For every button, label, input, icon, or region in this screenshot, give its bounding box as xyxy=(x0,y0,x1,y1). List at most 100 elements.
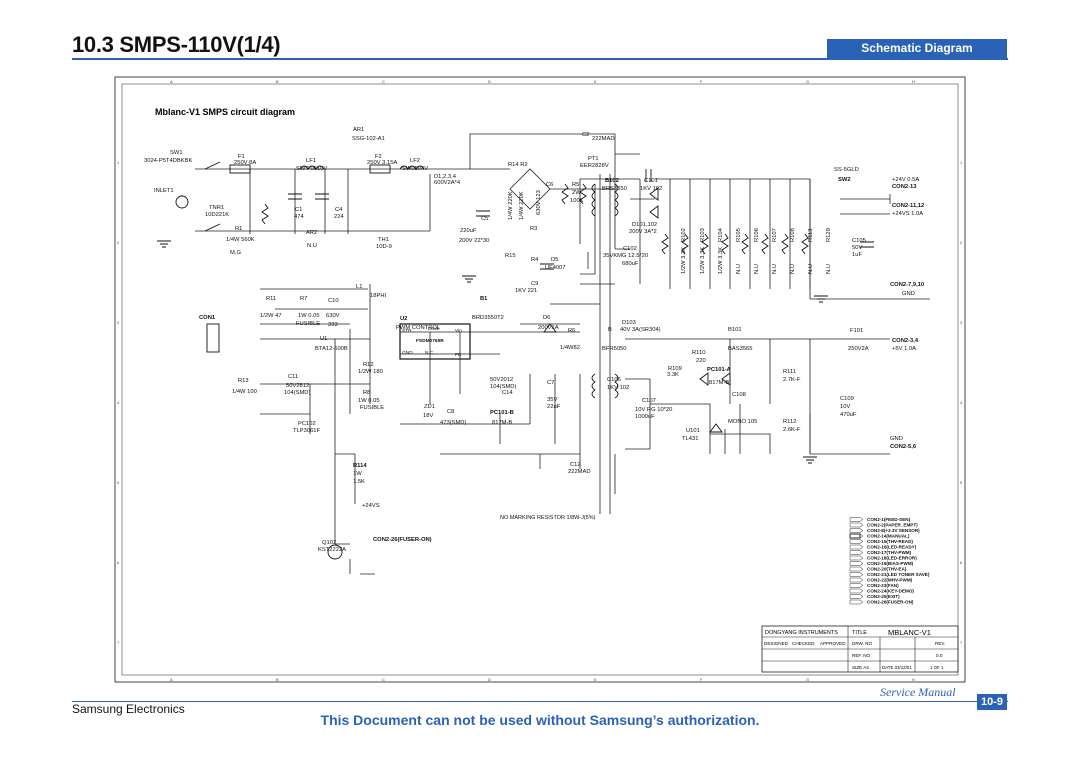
con2-signal-arrow xyxy=(849,539,864,544)
component-label-c102: C102 xyxy=(623,246,637,252)
component-label-pc101a: PC101-A xyxy=(707,367,732,373)
component-label-c12: C12 xyxy=(570,462,581,468)
component-label-pt1v: EER2828V xyxy=(580,163,609,169)
con2-signal-arrow xyxy=(849,533,864,539)
component-label-gnd2: GND xyxy=(890,436,903,442)
ic-pin-fb: FB xyxy=(455,352,461,358)
component-label-con226: CON2-26(FUSER-ON) xyxy=(373,537,432,543)
component-label-r104v: 1/2W 3.3K xyxy=(718,247,724,274)
component-label-r1: R1 xyxy=(235,226,242,232)
component-label-c106: C106 xyxy=(607,377,621,383)
con2-signal: CON2-2(PAPER_EMPT) xyxy=(867,523,918,528)
component-label-b101: B101 xyxy=(728,327,742,333)
grid-row-label: 7 xyxy=(960,640,963,645)
component-label-f2v: 250V 3.15A xyxy=(367,160,397,166)
component-label-c9v: 1KV 221 xyxy=(515,288,537,294)
component-label-d1234: D1,2,3,4 xyxy=(434,174,457,180)
con2-signal-arrow xyxy=(849,517,864,522)
grid-column-label: C xyxy=(382,79,385,84)
component-label-nu108: N.U xyxy=(790,264,796,274)
con2-signal-arrow xyxy=(849,522,864,528)
component-label-r112: R112 xyxy=(783,419,796,425)
component-label-d101v: 200V 3A*2 xyxy=(629,229,657,235)
page-title: 10.3 SMPS-110V(1/4) xyxy=(72,32,281,57)
component-label-c102v2: 680uF xyxy=(622,261,639,267)
component-label-b: B xyxy=(608,327,612,333)
component-label-c14v: 50V2012 xyxy=(490,377,513,383)
ic-model: FSDM0765R xyxy=(416,338,444,344)
component-label-c10v2: 333 xyxy=(328,322,338,328)
grid-column-label: H xyxy=(912,79,915,84)
component-label-pc102v: TLP3061F xyxy=(293,428,321,434)
component-label-c106v: 1KV 102 xyxy=(607,385,629,391)
component-label-r4: R4 xyxy=(531,257,539,263)
connector-con1 xyxy=(206,323,220,353)
component-label-zd1v: 18V xyxy=(423,413,433,419)
component-label-c5v: 220uF xyxy=(460,228,477,234)
capacitors-secondary xyxy=(645,169,874,248)
component-label-con256: CON2-5,6 xyxy=(890,444,917,450)
component-label-u1: U1 xyxy=(320,336,327,342)
component-label-r15: R15 xyxy=(505,253,516,259)
component-label-r111v: 2.7K-F xyxy=(783,377,801,383)
component-label-r102: R102 xyxy=(681,228,687,242)
no-marking-note: NO MARKING RESISTOR 1/8W-J(5%) xyxy=(500,515,596,521)
con2-signal: CON2-1(FEED-SEN) xyxy=(867,517,911,522)
con2-signal-arrow xyxy=(849,528,864,533)
fuse-f2 xyxy=(369,164,391,174)
component-label-r8: R8 xyxy=(363,390,370,396)
component-label-r6v: 1/4W82 xyxy=(560,345,580,351)
component-label-c8v: 473(SMD) xyxy=(440,420,466,426)
component-label-q102: Q102 xyxy=(322,540,336,546)
component-label-c6v: 630V 123 xyxy=(536,190,542,215)
component-label-r14: R14 R2 xyxy=(508,162,528,168)
component-label-c7v: 35V xyxy=(547,397,557,403)
grid-column-label: G xyxy=(806,677,809,682)
grid-column-label: E xyxy=(594,677,597,682)
component-label-nu113: N.U xyxy=(808,264,814,274)
inductor-lf2 xyxy=(399,165,425,170)
footer-service-manual: Service Manual xyxy=(880,685,956,699)
resistors-primary xyxy=(261,183,587,225)
con2-signal: CON2-16(LED-READY) xyxy=(867,545,917,550)
component-label-c107v2: 1000uF xyxy=(635,414,655,420)
component-label-r1v: 1/4W 560K xyxy=(226,237,255,243)
component-label-lf2v: SW0504V xyxy=(402,166,428,172)
ic-pin-drain: Drain xyxy=(428,326,440,332)
component-label-pc102: PC102 xyxy=(298,421,316,427)
grid-row-label: 4 xyxy=(117,400,120,405)
component-label-inlet1: INLET1 xyxy=(154,188,174,194)
component-label-gnd1: GND xyxy=(902,291,915,297)
component-label-u2v: PWM CONTROL xyxy=(396,325,441,331)
tb-drw-no: DRW. NO xyxy=(852,641,873,646)
component-label-r5: R5 xyxy=(572,182,579,188)
grid-column-label: E xyxy=(594,79,597,84)
component-label-d1234v: 600V2A*4 xyxy=(434,180,461,186)
footer-rule xyxy=(72,701,1008,702)
grid-column-label: B xyxy=(276,79,279,84)
tb-title-label: TITLE xyxy=(852,630,867,636)
component-label-tnr1: TNR1 xyxy=(209,205,224,211)
component-label-c10v: 630V xyxy=(326,313,340,319)
component-label-b101v: BAS3565 xyxy=(728,346,753,352)
component-label-r114v2: 1.5K xyxy=(353,479,365,485)
component-label-c105: C105 xyxy=(852,238,866,244)
component-label-b1v: BRD3550T2 xyxy=(472,315,504,321)
ground-symbols xyxy=(157,240,828,464)
grid-column-label: G xyxy=(806,79,809,84)
grid-row-label: 7 xyxy=(117,640,120,645)
component-label-r3: R3 xyxy=(530,226,537,232)
component-label-c109v2: 470uF xyxy=(840,412,857,418)
component-label-c7: C7 xyxy=(547,380,554,386)
component-label-nu105: N.U xyxy=(736,264,742,274)
con2-signal-arrow xyxy=(849,577,864,583)
con2-signal-arrow xyxy=(849,561,864,566)
ic-pin-str: STR xyxy=(402,328,412,334)
con2-signal-arrow xyxy=(849,599,864,605)
con2-arrow xyxy=(849,533,861,539)
component-label-c102v: 35VKMG 12.5*20 xyxy=(603,253,648,259)
grid-row-label: 6 xyxy=(960,560,963,565)
component-label-c109: C109 xyxy=(840,396,854,402)
component-label-r110v: 220 xyxy=(696,358,706,364)
